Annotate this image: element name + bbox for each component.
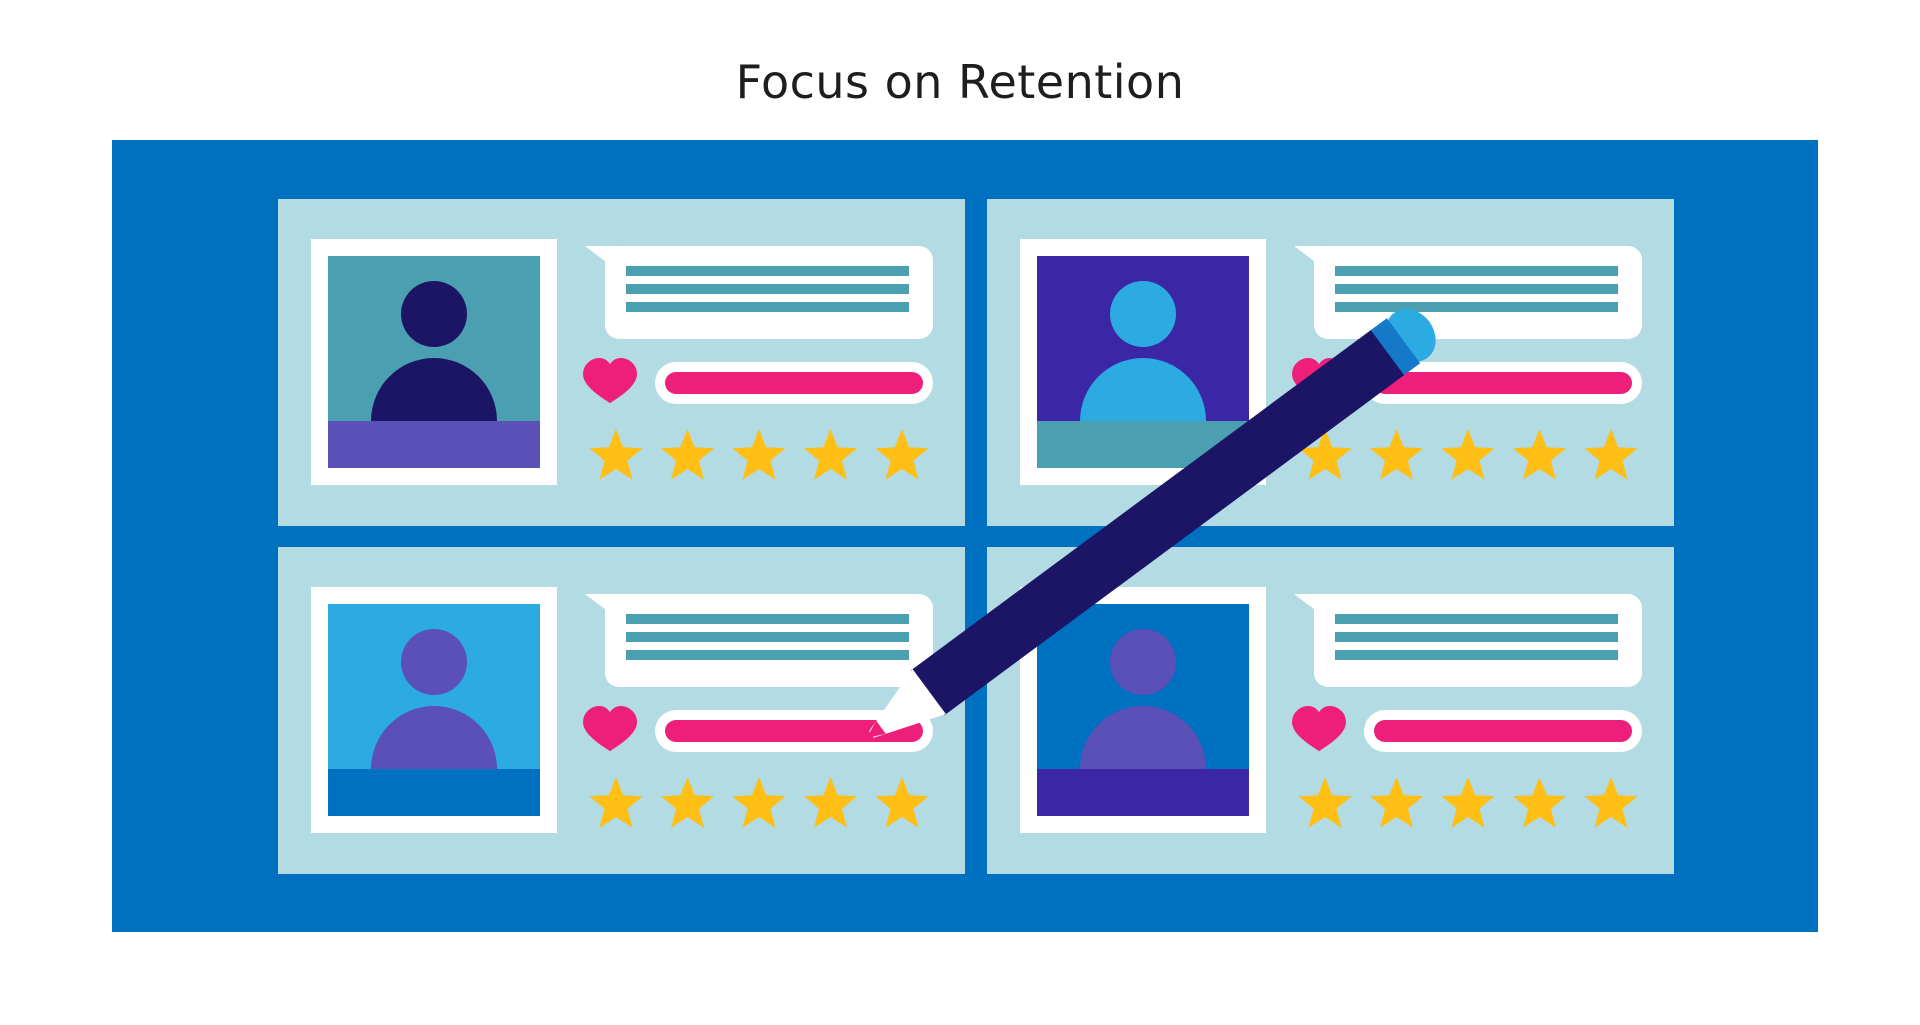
star-icon	[803, 777, 858, 828]
pencil-body	[910, 330, 1405, 716]
star-icon	[1584, 429, 1638, 480]
speech-bubble-icon	[585, 246, 933, 339]
heart-shape	[1291, 705, 1347, 752]
bubble-tail	[585, 594, 618, 619]
photo-base	[328, 421, 540, 468]
heart-icon	[582, 705, 638, 752]
star-icon	[732, 777, 786, 828]
text-line	[1335, 650, 1618, 660]
star-icon	[1298, 429, 1352, 480]
speech-bubble-icon	[1294, 594, 1642, 687]
bubble-tail	[585, 246, 618, 271]
pencil-icon	[867, 309, 1436, 738]
star-icon	[589, 429, 643, 480]
text-line	[626, 302, 909, 312]
star-icon	[660, 429, 715, 480]
heart-icon	[1291, 705, 1347, 752]
photo-base	[1037, 769, 1249, 816]
person-head	[1110, 629, 1176, 695]
speech-bubble-icon	[585, 594, 933, 687]
review-card	[278, 547, 965, 874]
text-line	[626, 632, 909, 642]
text-line	[1335, 614, 1618, 624]
speech-bubble-icon	[1294, 246, 1642, 339]
bubble-tail	[1294, 246, 1327, 271]
pencil-band	[1369, 318, 1421, 377]
star-icon	[1584, 777, 1638, 828]
star-icon	[660, 777, 715, 828]
progress-fill	[665, 720, 923, 742]
heart-icon	[582, 357, 638, 404]
person-head	[1110, 281, 1176, 347]
star-icon	[803, 429, 858, 480]
star-icon	[875, 777, 929, 828]
text-line	[1335, 284, 1618, 294]
heart-shape	[582, 705, 638, 752]
star-icon	[875, 429, 929, 480]
star-icon	[732, 429, 786, 480]
page-title: Focus on Retention	[735, 55, 1185, 109]
star-icon	[1369, 777, 1424, 828]
review-card	[987, 547, 1674, 874]
pencil-tip	[868, 669, 946, 738]
bubble-tail	[1294, 594, 1327, 619]
progress-fill	[1374, 372, 1632, 394]
text-line	[626, 266, 909, 276]
star-icon	[1512, 777, 1567, 828]
progress-fill	[665, 372, 923, 394]
text-line	[1335, 302, 1618, 312]
heart-shape	[582, 357, 638, 404]
star-icon	[1441, 429, 1495, 480]
text-line	[626, 614, 909, 624]
pencil-lead	[867, 720, 886, 738]
text-line	[1335, 632, 1618, 642]
photo-base	[328, 769, 540, 816]
star-icon	[589, 777, 643, 828]
star-icon	[1369, 429, 1424, 480]
text-line	[626, 284, 909, 294]
progress-fill	[1374, 720, 1632, 742]
person-head	[401, 629, 467, 695]
person-head	[401, 281, 467, 347]
text-line	[1335, 266, 1618, 276]
text-line	[626, 650, 909, 660]
star-icon	[1298, 777, 1352, 828]
review-card	[278, 199, 965, 526]
star-icon	[1512, 429, 1567, 480]
star-icon	[1441, 777, 1495, 828]
